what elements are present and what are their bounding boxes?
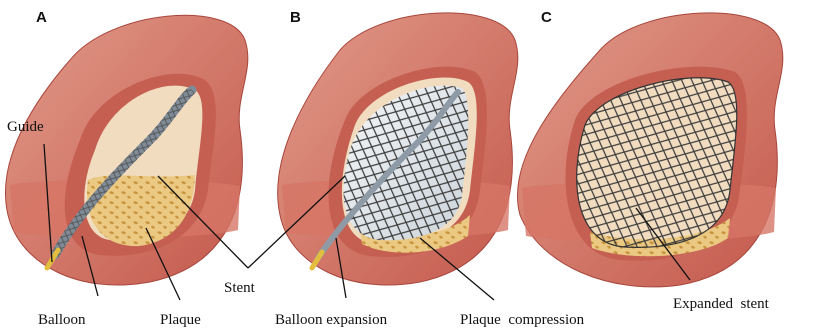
label-stent: Stent bbox=[224, 281, 255, 296]
label-balloon: Balloon bbox=[38, 313, 86, 328]
panel-c-artery bbox=[517, 13, 782, 287]
label-expanded-stent: Expanded stent bbox=[673, 297, 769, 312]
panel-letter-b: B bbox=[290, 9, 301, 26]
label-balloon-expansion: Balloon expansion bbox=[275, 313, 387, 328]
panel-letter-c: C bbox=[541, 9, 552, 26]
label-guide: Guide bbox=[7, 120, 44, 135]
label-plaque-compression: Plaque compression bbox=[460, 313, 584, 328]
panel-b-artery bbox=[278, 13, 518, 285]
label-plaque: Plaque bbox=[160, 313, 201, 328]
panel-letter-a: A bbox=[36, 9, 47, 26]
panel-a-artery bbox=[5, 15, 247, 285]
